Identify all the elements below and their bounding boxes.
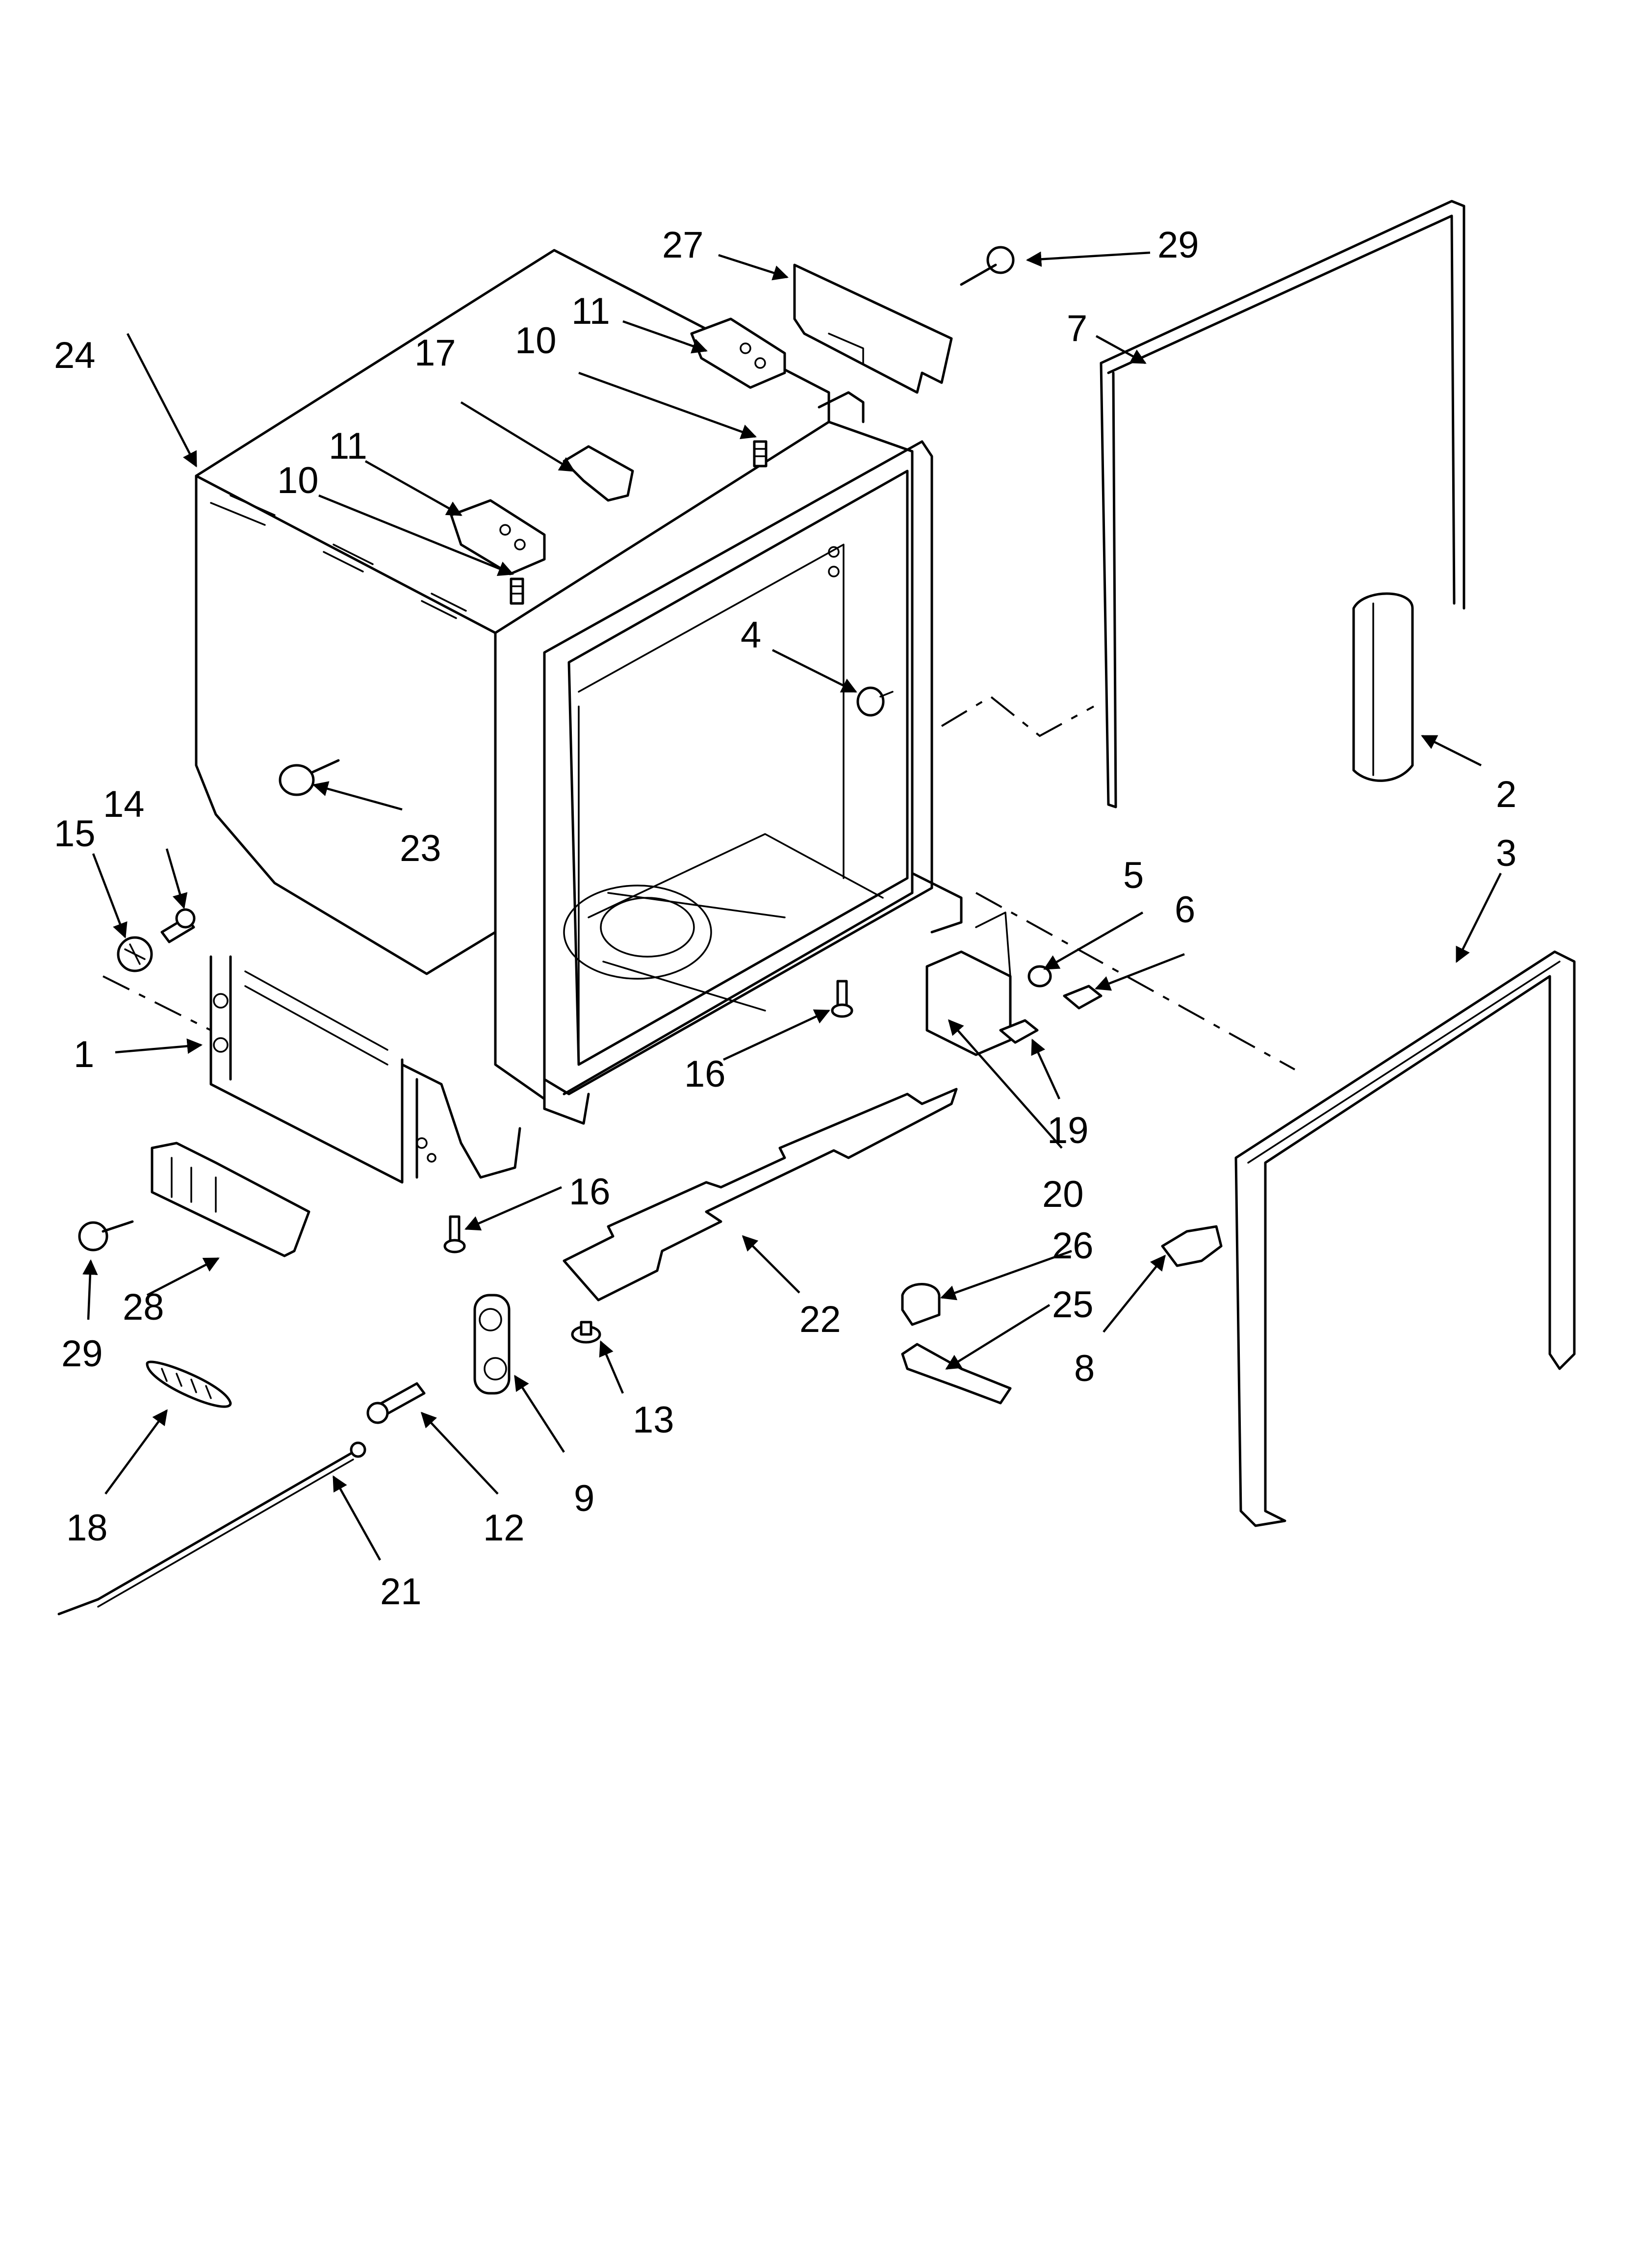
cable-21 <box>57 1441 366 1616</box>
spring-18 <box>146 1360 232 1408</box>
tub-gasket-lower <box>1234 950 1576 1527</box>
hinge-bracket-right <box>690 317 786 389</box>
washer-5 <box>1027 965 1052 988</box>
insulation-pad <box>1352 592 1414 782</box>
callout-21: 21 <box>380 1571 422 1613</box>
foot-16-left <box>443 1215 466 1253</box>
screw-10-left <box>510 577 524 605</box>
callout-5: 5 <box>1123 855 1144 896</box>
callout-14: 14 <box>103 783 145 825</box>
alignment-line-right <box>975 892 1295 1070</box>
callout-4: 4 <box>741 614 761 656</box>
clip-26 <box>901 1283 941 1326</box>
screw-29-bottom <box>78 1220 134 1251</box>
callout-12: 12 <box>483 1507 525 1549</box>
screw-29-top <box>960 246 1015 286</box>
callout-11-right: 11 <box>571 290 610 332</box>
clip-17 <box>563 445 634 502</box>
base-assembly <box>209 955 521 1184</box>
callout-19: 19 <box>1047 1110 1089 1151</box>
callout-7: 7 <box>1067 308 1087 349</box>
callout-17: 17 <box>414 332 456 374</box>
callout-1: 1 <box>74 1034 94 1075</box>
plug-13 <box>571 1321 601 1344</box>
plug-23 <box>279 759 340 796</box>
callout-9: 9 <box>574 1478 594 1519</box>
callout-29-bottom: 29 <box>61 1333 103 1375</box>
screw-12 <box>366 1382 426 1424</box>
tub-assembly <box>195 249 963 1125</box>
nut-15 <box>117 936 153 972</box>
clip-8 <box>1161 1225 1223 1267</box>
bracket-20 <box>925 912 1012 1056</box>
callout-24: 24 <box>54 335 96 376</box>
leader-lines <box>82 251 1502 1561</box>
screw-19 <box>999 1019 1039 1044</box>
callout-26: 26 <box>1052 1225 1094 1267</box>
door-gasket-upper <box>1100 200 1465 808</box>
screw-6 <box>1063 985 1103 1010</box>
callout-25: 25 <box>1052 1284 1094 1326</box>
callout-11-left: 11 <box>329 425 367 467</box>
callout-10-right: 10 <box>515 320 557 362</box>
callout-labels: 27 29 7 11 10 17 24 11 10 4 2 3 23 14 15… <box>54 224 1516 1613</box>
callout-16-right: 16 <box>684 1053 726 1095</box>
callout-8: 8 <box>1074 1348 1095 1389</box>
callout-22: 22 <box>799 1299 841 1340</box>
callout-28: 28 <box>123 1286 164 1328</box>
foot-16-right <box>831 980 853 1018</box>
bolt-14 <box>160 908 196 943</box>
callout-27: 27 <box>662 224 704 266</box>
callout-2: 2 <box>1496 774 1516 815</box>
callout-3: 3 <box>1496 833 1516 874</box>
bracket-25 <box>901 1343 1012 1405</box>
callout-23: 23 <box>400 828 441 869</box>
base-pan-22 <box>563 1088 958 1302</box>
screw-10-right <box>753 440 768 468</box>
callout-29-top: 29 <box>1157 224 1199 266</box>
callout-15: 15 <box>54 813 96 855</box>
plate-27 <box>793 263 953 394</box>
panel-28 <box>151 1142 310 1257</box>
hinge-bracket-left <box>450 499 546 575</box>
roller-9 <box>473 1294 511 1395</box>
alignment-line-left <box>103 975 211 1031</box>
callout-18: 18 <box>66 1507 108 1549</box>
callout-10-left: 10 <box>277 460 319 501</box>
callout-6: 6 <box>1175 889 1195 931</box>
callout-13: 13 <box>633 1399 674 1441</box>
alignment-line-upper <box>941 695 1094 737</box>
callout-16-left: 16 <box>569 1171 611 1213</box>
plug-4 <box>856 686 894 717</box>
callout-20: 20 <box>1042 1173 1084 1215</box>
